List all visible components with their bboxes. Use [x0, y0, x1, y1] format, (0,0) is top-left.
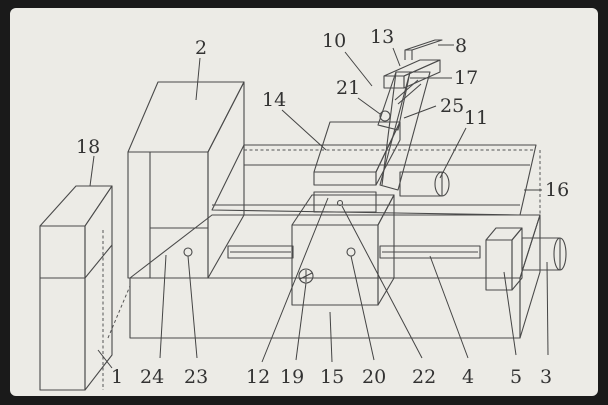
part-slide-table — [313, 121, 401, 213]
label-14: 14 — [262, 89, 286, 111]
label-12: 12 — [246, 366, 270, 388]
cable — [107, 285, 131, 339]
part-cylinder — [399, 171, 450, 197]
label-2: 2 — [195, 37, 207, 59]
callout-labels: 1 2 3 4 5 8 10 11 12 13 14 15 16 17 18 1… — [76, 26, 569, 388]
knob-21 — [379, 110, 391, 122]
part-carriage — [291, 194, 395, 306]
part-lead-screw — [227, 245, 481, 259]
paper-sheet — [10, 8, 598, 396]
label-8: 8 — [455, 35, 467, 57]
part-left-tower — [127, 81, 245, 279]
label-24: 24 — [140, 366, 164, 388]
label-11: 11 — [464, 107, 488, 129]
label-13: 13 — [370, 26, 394, 48]
label-16: 16 — [545, 179, 569, 201]
label-19: 19 — [280, 366, 304, 388]
label-10: 10 — [322, 30, 346, 52]
label-17: 17 — [454, 67, 478, 89]
label-23: 23 — [184, 366, 208, 388]
label-4: 4 — [462, 366, 474, 388]
label-25: 25 — [440, 95, 464, 117]
label-5: 5 — [510, 366, 522, 388]
label-1: 1 — [111, 366, 123, 388]
part-motor — [485, 227, 567, 291]
label-20: 20 — [362, 366, 386, 388]
part-base — [129, 214, 541, 339]
label-15: 15 — [320, 366, 344, 388]
leader-lines — [89, 44, 549, 369]
label-18: 18 — [76, 136, 100, 158]
label-21: 21 — [336, 77, 360, 99]
label-22: 22 — [412, 366, 436, 388]
part-cabinet — [39, 185, 113, 391]
label-3: 3 — [540, 366, 552, 388]
part-top-slide — [383, 39, 443, 105]
part-column — [377, 71, 431, 191]
